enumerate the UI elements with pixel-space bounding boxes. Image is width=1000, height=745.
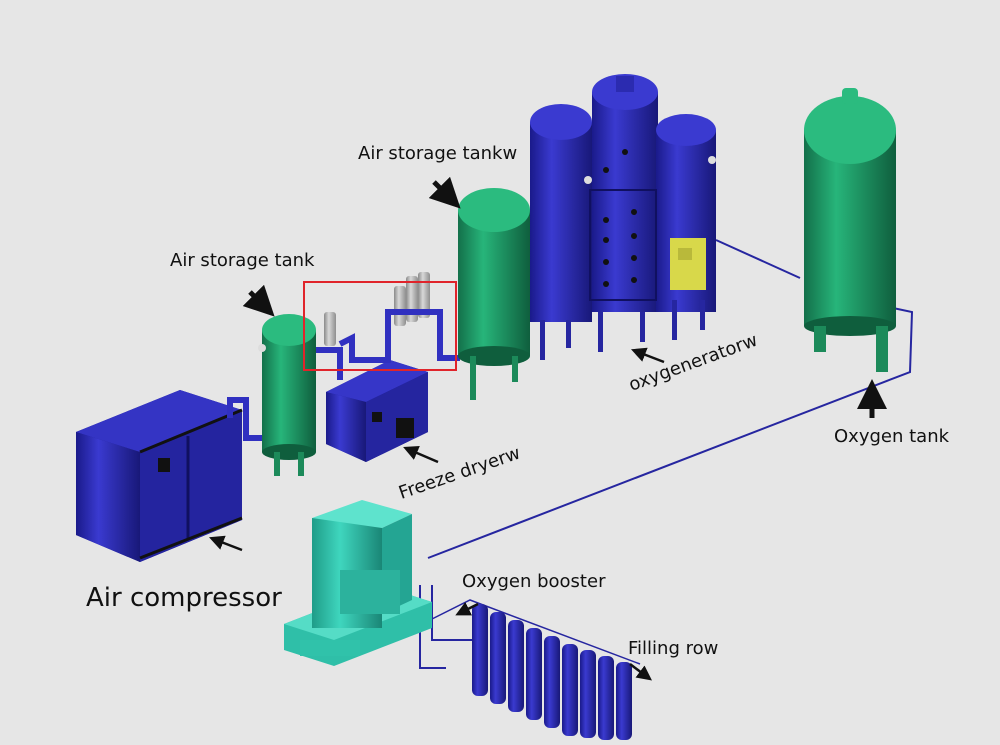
label-air-compressor: Air compressor — [86, 583, 282, 613]
label-filling-row: Filling row — [628, 638, 719, 659]
arrow-icon — [242, 176, 887, 418]
label-air-storage-tankw: Air storage tankw — [358, 143, 518, 164]
label-oxygen-tank: Oxygen tank — [834, 426, 950, 447]
arrow-icon — [208, 347, 665, 681]
air-compressor — [76, 390, 262, 562]
oxygen-tank — [804, 88, 896, 372]
oxygen-booster — [284, 500, 432, 666]
air-storage-tank-large — [458, 188, 530, 400]
label-oxygen-booster: Oxygen booster — [462, 571, 606, 592]
filter-units — [324, 272, 460, 363]
filling-row — [472, 604, 632, 740]
highlight-box — [303, 281, 457, 371]
label-air-storage-tank: Air storage tank — [170, 250, 315, 271]
oxygen-generator — [530, 74, 716, 360]
